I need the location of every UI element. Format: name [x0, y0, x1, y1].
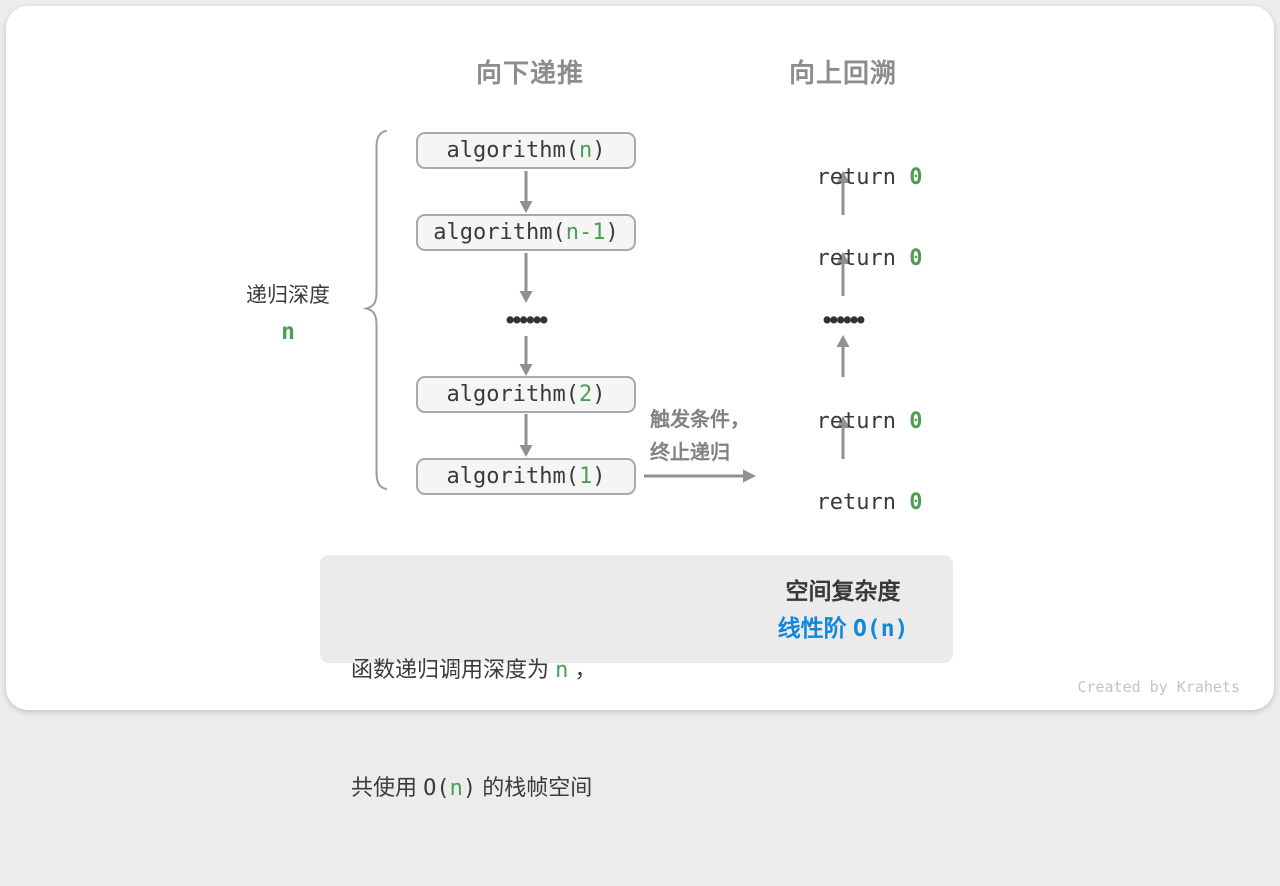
code-text: )	[592, 382, 606, 407]
stack-box-algorithm-n: algorithm(n)	[416, 132, 636, 169]
code-arg: n	[578, 138, 593, 163]
code-text: algorithm(	[446, 138, 579, 163]
summary-text: 函数递归调用深度为	[351, 657, 556, 682]
code-arg: 1	[578, 464, 593, 489]
footer-credit: Created by Krahets	[1077, 678, 1240, 696]
code-text: return	[816, 490, 910, 515]
depth-value: n	[281, 319, 295, 345]
header-backtrack-up: 向上回溯	[788, 58, 897, 88]
summary-text: 的栈帧空间	[476, 775, 593, 800]
code-text: )	[605, 220, 619, 245]
code-arg: n-1	[565, 220, 606, 245]
summary-var: n	[449, 776, 463, 801]
summary-code: O(	[423, 776, 450, 801]
return-row: return 0	[741, 461, 945, 515]
ellipsis-left: ••••••	[505, 306, 549, 334]
code-text: return	[816, 409, 910, 434]
stack-box-algorithm-2: algorithm(2)	[416, 376, 636, 413]
summary-code: )	[462, 776, 477, 801]
depth-label: 递归深度	[246, 284, 330, 307]
stack-box-algorithm-n-1: algorithm(n-1)	[416, 214, 636, 251]
return-value: 0	[909, 246, 923, 271]
code-text: algorithm(	[433, 220, 566, 245]
return-value: 0	[909, 409, 923, 434]
base-case-note-line2: 终止递归	[650, 442, 730, 464]
complexity-grade: 线性阶 O(n)	[777, 615, 909, 642]
return-row: return 0	[741, 380, 945, 434]
code-text: algorithm(	[446, 464, 579, 489]
return-row: return 0	[741, 217, 945, 271]
return-row: return 0	[741, 136, 945, 190]
base-case-note: 触发条件， 终止递归	[650, 404, 780, 470]
code-text: return	[816, 246, 910, 271]
code-text: algorithm(	[446, 382, 579, 407]
summary-right-text: 空间复杂度 线性阶 O(n)	[738, 576, 948, 643]
header-recurse-down: 向下递推	[475, 58, 584, 88]
code-text: )	[592, 464, 606, 489]
complexity-notation: O(n)	[853, 616, 909, 642]
figure-stage: 向下递推 向上回溯 递归深度 n algorithm(n) algorithm(…	[6, 6, 1274, 801]
base-case-note-line1: 触发条件，	[650, 409, 750, 431]
summary-text: ，	[568, 657, 597, 682]
summary-var: n	[555, 658, 569, 683]
space-complexity-title: 空间复杂度	[785, 578, 901, 604]
summary-text: 共使用	[351, 775, 424, 800]
ellipsis-right: ••••••	[822, 306, 866, 334]
complexity-grade-label: 线性阶	[777, 615, 847, 641]
code-text: )	[592, 138, 606, 163]
code-arg: 2	[578, 382, 593, 407]
summary-box	[320, 555, 953, 663]
summary-line1: 函数递归调用深度为 n ，	[351, 650, 597, 690]
summary-line2: 共使用 O(n) 的栈帧空间	[351, 768, 597, 808]
return-value: 0	[909, 165, 923, 190]
stack-box-algorithm-1: algorithm(1)	[416, 458, 636, 495]
code-text: return	[816, 165, 910, 190]
return-value: 0	[909, 490, 923, 515]
summary-left-text: 函数递归调用深度为 n ， 共使用 O(n) 的栈帧空间	[351, 572, 597, 886]
